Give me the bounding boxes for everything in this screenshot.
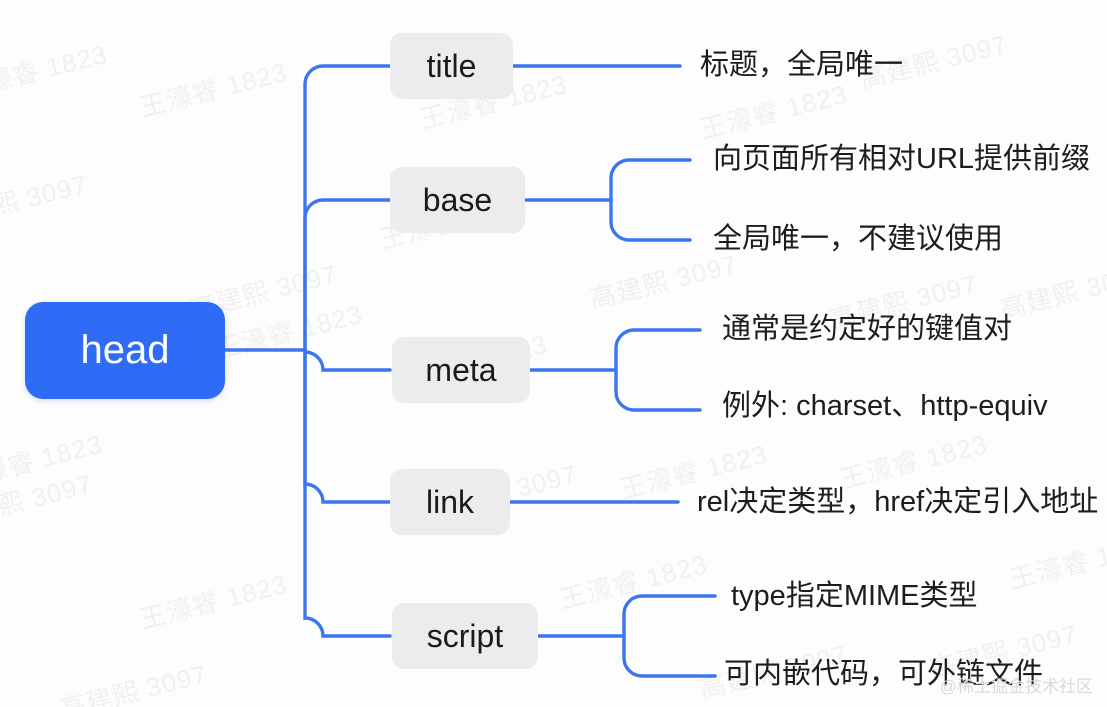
root-node-label: head [80,328,170,372]
branch-node-label: base [422,181,493,218]
branch-node-script[interactable]: script [392,603,538,669]
wire-script-leaf-1 [622,634,717,678]
branch-node-label: meta [425,351,497,388]
leaf-script-1[interactable]: 可内嵌代码，可外链文件 [724,658,1044,690]
leaf-meta-1[interactable]: 例外: charset、http-equiv [722,390,1048,422]
branch-node-label: title [426,47,477,84]
branch-node-link[interactable]: link [390,469,510,535]
leaf-meta-0[interactable]: 通常是约定好的键值对 [722,313,1013,345]
leaf-link-0[interactable]: rel决定类型，href决定引入地址 [697,486,1099,518]
wire-script-leaf-0 [622,594,717,638]
branch-node-label: link [425,483,474,520]
leaf-script-0[interactable]: type指定MIME类型 [731,580,978,612]
wire-base-leaf-1 [609,198,692,242]
source-watermark: @稀土掘金技术社区 [939,677,1093,696]
root-node-head[interactable]: head [25,302,225,399]
wire-trunk-title [303,64,392,352]
wire-trunk-link [303,348,392,504]
leaf-base-0[interactable]: 向页面所有相对URL提供前缀 [713,143,1091,175]
wire-meta-leaf-1 [614,368,702,412]
branch-node-meta[interactable]: meta [392,337,530,403]
wire-trunk-meta [303,348,392,372]
branch-node-title[interactable]: title [390,33,513,99]
branch-node-label: script [426,617,504,654]
branch-node-base[interactable]: base [390,167,525,233]
wire-trunk-script [303,348,392,638]
wire-meta-leaf-0 [614,328,702,372]
wire-trunk-base [303,198,392,352]
wire-base-leaf-0 [609,158,692,202]
leaf-title-0[interactable]: 标题，全局唯一 [700,49,904,81]
leaf-base-1[interactable]: 全局唯一，不建议使用 [713,223,1004,255]
